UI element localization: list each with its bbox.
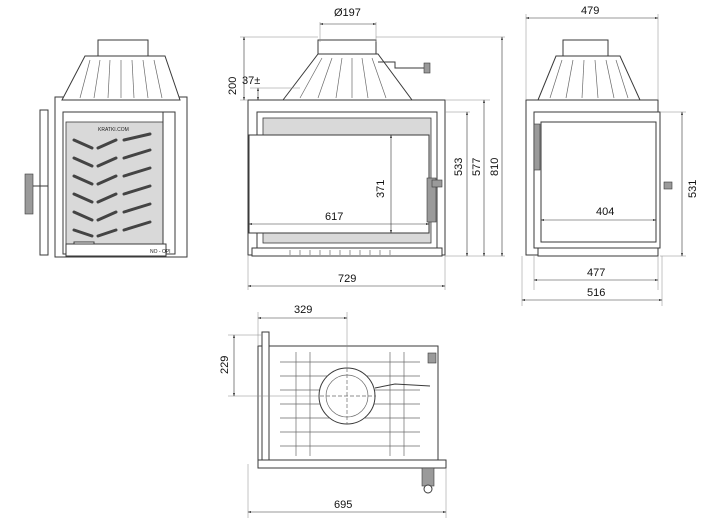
dim-flue-diameter: Ø197 — [319, 7, 377, 42]
dim-side-depth-477: 477 — [533, 256, 659, 290]
side-view-hood-ribs — [549, 59, 629, 99]
front-view-glass-opening — [248, 134, 430, 234]
left-view-spigot — [97, 39, 149, 57]
front-view-base-slots — [289, 250, 391, 255]
label-spigot-offset: 37± — [242, 75, 260, 87]
dim-top-offset-329: 329 — [257, 304, 348, 368]
left-view-control-text: NO - OPI — [150, 249, 171, 255]
dim-side-height: 531 — [660, 111, 699, 257]
side-view-spigot — [562, 39, 609, 57]
front-view-flue-outlet — [317, 39, 377, 55]
label-glass-width: 617 — [325, 211, 343, 223]
label-spigot-height: 200 — [227, 77, 239, 95]
label-side-glass-width: 404 — [596, 206, 614, 218]
top-view-knob-top — [427, 352, 437, 364]
front-view-hood-ribs — [299, 57, 387, 99]
front-view-handle — [426, 177, 437, 223]
left-view-side-frame — [162, 111, 176, 255]
dim-side-depth-516: 516 — [521, 256, 663, 306]
label-glass-height: 371 — [375, 180, 387, 198]
side-view-glass — [540, 121, 657, 243]
dim-side-depth-top: 479 — [525, 5, 659, 100]
dim-glass-height: 371 — [375, 134, 393, 234]
top-view-air-pipe — [374, 383, 431, 389]
label-side-depth-477: 477 — [587, 267, 605, 279]
label-top-width-695: 695 — [334, 499, 352, 511]
front-view-air-pipe — [378, 61, 428, 69]
label-side-depth-top: 479 — [581, 5, 599, 17]
side-view-hood — [537, 55, 641, 101]
left-view-brand: KRATKI.COM — [98, 127, 129, 133]
label-width-total: 729 — [338, 273, 356, 285]
dim-top-offset-229: 229 — [219, 334, 320, 397]
dim-width-total: 729 — [247, 255, 446, 290]
label-side-depth-516: 516 — [587, 287, 605, 299]
left-view-handle — [24, 173, 48, 215]
dim-spigot-offset: 37± — [242, 75, 300, 101]
left-view-hood-ribs — [79, 59, 163, 99]
top-view-left-rail — [261, 331, 270, 465]
label-top-offset-229: 229 — [219, 356, 231, 374]
top-view-handle — [421, 467, 435, 487]
label-height-577: 577 — [471, 158, 483, 176]
dim-top-width-695: 695 — [247, 464, 447, 518]
dim-spigot-height: 200 — [227, 36, 318, 101]
left-view-left-rail — [39, 109, 49, 256]
label-side-height: 531 — [687, 180, 699, 198]
front-view-base — [251, 247, 443, 257]
front-view-air-pipe-end — [423, 62, 431, 74]
dim-glass-width: 617 — [248, 211, 430, 226]
label-flue-diameter: Ø197 — [334, 7, 361, 19]
front-view: Ø197 200 37± 371 617 729 — [227, 7, 505, 290]
top-view-handle-knob — [423, 484, 433, 494]
label-height-533: 533 — [453, 158, 465, 176]
left-view-herringbone — [72, 132, 152, 238]
left-view: KRATKI.COM NO - OPI — [24, 39, 188, 258]
side-view-knob — [663, 181, 673, 190]
top-view-ribs — [280, 352, 420, 456]
side-view-hinge — [533, 123, 541, 171]
label-height-810: 810 — [489, 158, 501, 176]
dim-heights-right: 533 577 810 — [376, 36, 505, 257]
top-view: 329 229 695 — [219, 304, 447, 518]
top-view-front-frame — [257, 459, 447, 469]
dim-side-glass-width: 404 — [540, 206, 657, 222]
side-view: 479 404 531 477 516 — [521, 5, 699, 306]
front-view-handle-knob — [431, 179, 443, 188]
side-view-base — [537, 247, 659, 257]
label-top-offset-329: 329 — [294, 304, 312, 316]
left-view-base — [65, 243, 167, 257]
